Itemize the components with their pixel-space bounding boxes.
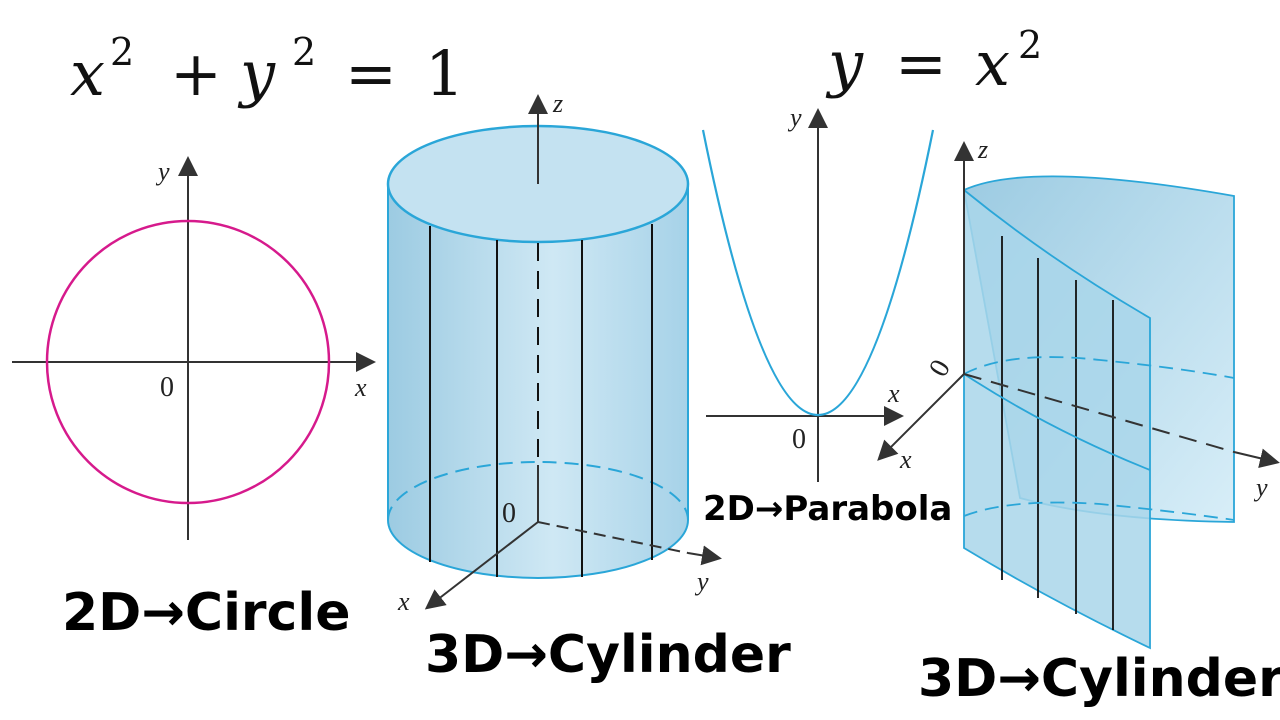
cylinder-z-label: z bbox=[552, 89, 563, 118]
parabolic-surface-front bbox=[963, 188, 1151, 650]
parabolic-z-label: z bbox=[977, 135, 988, 164]
cylinder-x-axis bbox=[424, 521, 539, 610]
cylinder-x-label: x bbox=[397, 587, 410, 616]
eq2-x: x bbox=[975, 27, 1010, 100]
circle-origin-label: 0 bbox=[160, 372, 174, 403]
eq-x: x bbox=[70, 37, 105, 110]
parabolic-y-axis-hidden bbox=[963, 373, 1235, 453]
parabola-origin-label: 0 bbox=[792, 424, 806, 455]
eq-rhs: 1 bbox=[425, 37, 464, 110]
parabola-equation: y = x 2 bbox=[825, 23, 1042, 100]
circle-x-label: x bbox=[354, 373, 367, 402]
cylinder-y-axis-hidden bbox=[537, 521, 689, 554]
eq-plus: + bbox=[170, 37, 222, 110]
parabolic-y-axis bbox=[1233, 448, 1280, 469]
parabolic-cross-section-front bbox=[963, 373, 1151, 471]
eq-equals: = bbox=[345, 37, 397, 110]
parabola-curve bbox=[701, 129, 935, 417]
circle-2d-graph: x y 0 bbox=[12, 156, 376, 540]
parabolic-cylinder-3d-graph: z x y 0 bbox=[877, 135, 1280, 650]
parabolic-cross-section-top bbox=[963, 356, 1235, 379]
unit-circle bbox=[45, 219, 331, 505]
parabola-y-label: y bbox=[787, 103, 802, 132]
eq-y: y bbox=[237, 37, 276, 110]
caption-3d-cylinder: 3D→Cylinder bbox=[425, 625, 791, 685]
parabola-2d-graph: x y 0 bbox=[701, 103, 935, 482]
parabolic-x-axis bbox=[877, 373, 965, 461]
eq2-y: y bbox=[825, 27, 864, 100]
caption-3d-parabolic-cylinder: 3D→Cylinder bbox=[918, 649, 1280, 709]
cylinder-y-axis bbox=[687, 545, 722, 566]
parabola-x-label: x bbox=[887, 379, 900, 408]
eq-x-exponent: 2 bbox=[110, 30, 134, 74]
caption-2d-circle: 2D→Circle bbox=[62, 583, 350, 643]
cylinder-bottom-back-edge bbox=[387, 461, 689, 521]
circle-y-label: y bbox=[155, 157, 170, 186]
caption-2d-parabola: 2D→Parabola bbox=[703, 489, 952, 529]
parabolic-cross-section-bottom bbox=[963, 501, 1235, 521]
cylinder-y-label: y bbox=[694, 567, 709, 596]
parabolic-origin-label: 0 bbox=[923, 355, 957, 383]
cylinder-3d-graph: z x y 0 bbox=[386, 89, 722, 616]
parabolic-y-label: y bbox=[1253, 473, 1268, 502]
eq2-exponent: 2 bbox=[1018, 23, 1042, 67]
cylinder-body bbox=[387, 183, 689, 579]
eq2-equals: = bbox=[895, 27, 947, 100]
parabolic-x-label: x bbox=[899, 445, 912, 474]
circle-equation: x 2 + y 2 = 1 bbox=[70, 30, 464, 110]
cylinder-origin-label: 0 bbox=[502, 498, 516, 529]
eq-y-exponent: 2 bbox=[292, 30, 316, 74]
